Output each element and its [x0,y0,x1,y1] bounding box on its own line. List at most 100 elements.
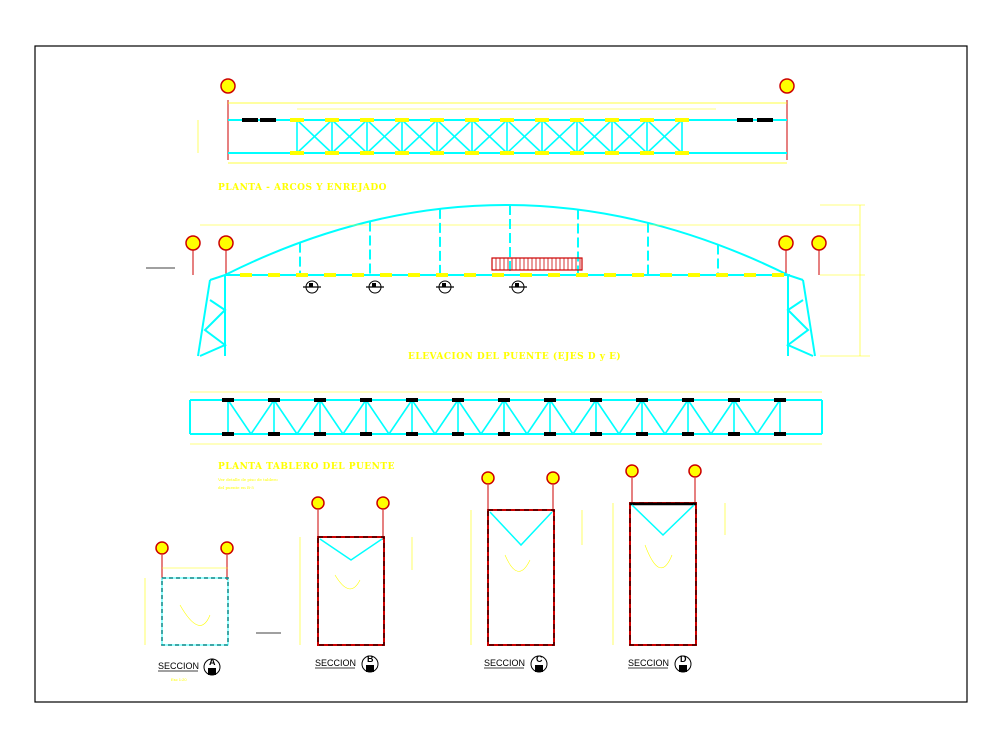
deck-diagonal [319,399,344,435]
section-b-letter: B [367,654,374,664]
connection-plate [675,151,689,155]
member-tag [260,118,276,122]
deck-plate [772,273,784,277]
deck-plate [774,432,786,436]
connection-plate [500,151,514,155]
plan-deck-note-2: del puente en B-5 [218,485,254,490]
left-support [197,273,227,357]
connection-plate [360,118,374,122]
deck-diagonal [411,399,436,435]
truss-diagonal [401,119,438,154]
truss-diagonal [541,119,578,154]
deck-diagonal [434,399,459,435]
deck-diagonal [480,399,505,435]
detail-marker-fill [442,283,446,287]
deck-plate [498,398,510,402]
deck-plate [240,273,252,277]
truss-diagonal [296,119,333,154]
deck-diagonal [365,399,390,435]
section-a-label: SECCION [158,661,199,671]
deck-plate [352,273,364,277]
deck-plate [774,398,786,402]
connection-plate [465,151,479,155]
deck-plate [576,273,588,277]
detail-marker-fill [309,283,313,287]
deck-plate [452,432,464,436]
deck-plate [636,432,648,436]
truss-diagonal [611,119,648,154]
deck-plate [360,432,372,436]
deck-diagonal [710,399,735,435]
deck-plate [222,398,234,402]
deck-diagonal [457,399,482,435]
connection-plate [640,118,654,122]
section-c: SECCION C [470,471,583,673]
deck-diagonal [641,399,666,435]
deck-plate [498,432,510,436]
deck-diagonal [618,399,643,435]
deck-diagonal [549,399,574,435]
detail-marker-fill [372,283,376,287]
deck-plate [314,398,326,402]
truss-diagonal [366,119,403,154]
connection-plate [570,151,584,155]
deck-plate [492,273,504,277]
deck-plate [728,398,740,402]
axis-bubble [779,78,795,94]
deck-diagonal [756,399,781,435]
deck-diagonal [250,399,275,435]
section-a-scale: Esc 1:20 [171,677,187,682]
deck-plate [544,398,556,402]
deck-plate [360,398,372,402]
deck-plate [520,273,532,277]
plan-arch-view: PLANTA - ARCOS Y ENREJADO [197,78,795,193]
section-c-letter: C [536,654,543,664]
deck-plate [548,273,560,277]
deck-plate [660,273,672,277]
elevation-title: ELEVACION DEL PUENTE (EJES D y E) [408,351,621,362]
deck-plate [636,398,648,402]
connection-plate [290,118,304,122]
deck-plate [728,432,740,436]
connection-plate [605,151,619,155]
connection-plate [535,151,549,155]
truss-diagonal [576,119,613,154]
section-d-letter: D [680,654,687,664]
connection-plate [395,151,409,155]
axis-bubble [218,235,234,251]
deck-plate [682,432,694,436]
truss-diagonal [506,119,543,154]
deck-diagonal [227,399,252,435]
connection-plate [395,118,409,122]
deck-plate [452,398,464,402]
deck-diagonal [526,399,551,435]
deck-diagonal [503,399,528,435]
deck-diagonal [296,399,321,435]
axis-bubble [185,235,201,251]
deck-diagonal [595,399,620,435]
connection-plate [535,118,549,122]
deck-diagonal [733,399,758,435]
deck-diagonal [273,399,298,435]
deck-plate [744,273,756,277]
connection-plate [430,118,444,122]
deck-plate [590,398,602,402]
deck-plate [604,273,616,277]
deck-plate [682,398,694,402]
axis-bubble [811,235,827,251]
deck-diagonal [664,399,689,435]
deck-plate [268,398,280,402]
truss-diagonal [471,119,508,154]
deck-diagonal [572,399,597,435]
deck-detail [491,257,583,271]
deck-plate [716,273,728,277]
connection-plate [465,118,479,122]
arch-chord [224,204,789,276]
member-tag [757,118,773,122]
deck-plate [406,432,418,436]
section-a-letter: A [209,657,216,667]
member-tag [737,118,753,122]
section-b-label: SECCION [315,658,356,668]
section-d-label: SECCION [628,658,669,668]
deck-plate [406,398,418,402]
